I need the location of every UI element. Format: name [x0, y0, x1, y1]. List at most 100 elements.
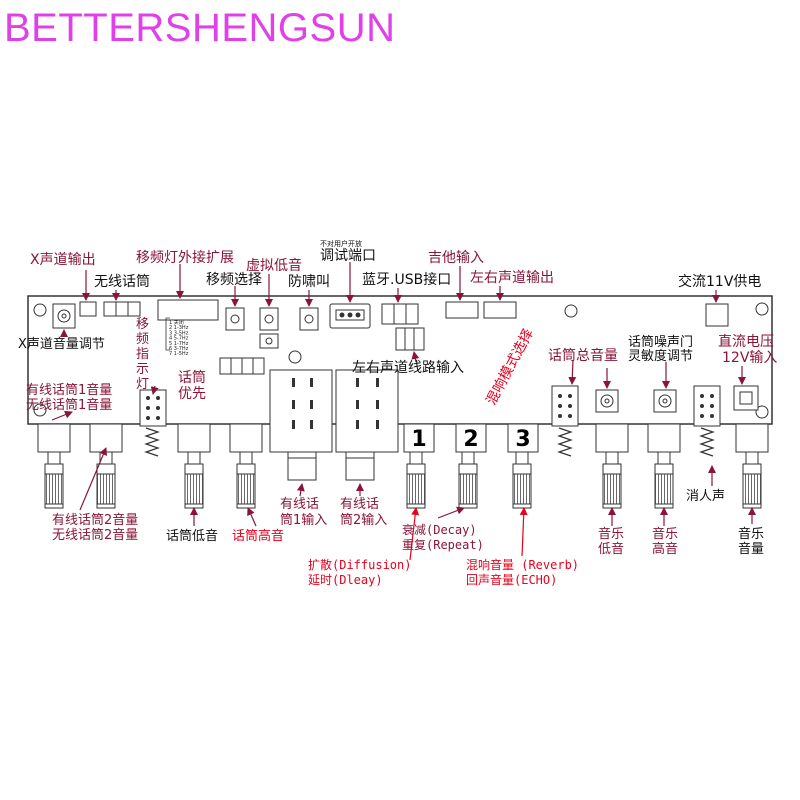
dc-power-connector [733, 385, 759, 411]
label-mic2-in-2: 筒2输入 [340, 512, 387, 528]
label-shift-ind-2: 频 [136, 332, 149, 347]
label-ac-power: 交流11V供电 [678, 273, 761, 290]
label-debug-port: 调试端口 [320, 248, 376, 264]
debug-port [329, 303, 371, 329]
rotary-pot [406, 451, 426, 509]
label-mic-priority-2: 优先 [178, 386, 206, 402]
label-decay-2: 重复(Repeat) [402, 538, 484, 552]
label-mic2-vol-2: 无线话筒2音量 [52, 527, 138, 543]
rotary-pot [595, 423, 629, 509]
label-wireless-mic: 无线话筒 [94, 273, 150, 290]
label-music-vol-1: 音乐 [738, 526, 764, 542]
rotary-pot [37, 423, 71, 509]
bt-usb-connector [381, 303, 419, 325]
label-music-low-2: 低音 [598, 541, 624, 557]
label-lr-out: 左右声道输出 [470, 270, 554, 286]
label-music-vol-2: 音量 [738, 541, 764, 557]
label-shift-light-ext: 移频灯外接扩展 [136, 249, 234, 266]
leader-lines [51, 262, 756, 527]
label-reverb-vol-1: 混响音量 (Reverb) [466, 557, 579, 572]
indicator-legend-item: 1 关闭 [169, 319, 184, 326]
label-x-out: X声道输出 [30, 252, 96, 268]
rotary-pot [177, 423, 211, 509]
lr-out-connector [483, 301, 517, 319]
knob-number-3: 3 [515, 427, 530, 452]
mic-gate-trim [653, 389, 677, 413]
label-shift-ind-1: 移 [136, 317, 149, 332]
rotary-pot [229, 423, 263, 509]
rotary-pot [647, 423, 681, 509]
label-mic-total-vol: 话筒总音量 [548, 347, 618, 364]
label-music-low-1: 音乐 [598, 526, 624, 542]
springs [144, 427, 715, 457]
indicator-connector [219, 357, 265, 375]
label-decay-1: 衰减(Decay) [402, 522, 477, 537]
label-x-vol: X声道音量调节 [18, 336, 105, 352]
label-music-high-1: 音乐 [652, 526, 678, 542]
rotary-pot [735, 423, 769, 509]
label-virtual-bass: 虚拟低音 [246, 257, 302, 274]
label-anti-howl: 防啸叫 [288, 274, 330, 290]
label-vocal-cut: 消人声 [686, 489, 725, 504]
indicator-legend-item: 4 5-7Hz [169, 336, 189, 342]
label-mic2-vol-1: 有线话筒2音量 [52, 512, 138, 528]
label-mic1-vol-1: 有线话筒1音量 [26, 382, 112, 398]
label-mic1-in-1: 有线话 [280, 497, 319, 512]
label-diffusion-1: 扩散(Diffusion) [308, 557, 411, 572]
label-mic1-in-2: 筒1输入 [280, 512, 327, 528]
indicator-legend-item: 6 3-7Hz [169, 346, 189, 352]
knob-number-badges: 1 2 3 [403, 423, 539, 453]
jack-pins [292, 378, 379, 429]
label-mic-gate-1: 话筒噪声门 [628, 334, 693, 350]
x-channel-pot [52, 303, 76, 329]
x-out-connector [79, 301, 97, 317]
mic-input-jacks [269, 369, 399, 453]
ac-power-connector [705, 303, 729, 327]
label-shift-select: 移频选择 [206, 272, 262, 288]
label-mic2-in-1: 有线话 [340, 497, 379, 512]
shift-light-connector [157, 299, 219, 321]
label-shift-ind-3: 指 [136, 347, 149, 362]
anti-howl-switch [299, 307, 319, 331]
brand-title: BETTERSHENGSUN [4, 6, 396, 50]
label-mic-high: 话筒高音 [232, 528, 284, 544]
label-guitar-in: 吉他输入 [428, 250, 484, 266]
guitar-in-connector [445, 301, 479, 319]
rotary-pot [89, 423, 123, 509]
wireless-mic-connector [103, 301, 141, 317]
shift-select-switch [225, 307, 245, 331]
label-diffusion-2: 延时(Dleay) [308, 573, 383, 587]
label-mic-priority-1: 话筒 [178, 369, 206, 386]
knob-number-1: 1 [411, 427, 426, 452]
jack-sockets [287, 451, 375, 481]
label-reverb-vol-2: 回声音量(ECHO) [466, 572, 557, 587]
label-mic-low: 话筒低音 [166, 528, 218, 544]
mic-priority-switch [139, 389, 167, 427]
label-dc-power-1: 直流电压 [718, 333, 774, 350]
vocal-cut-switch [693, 385, 721, 427]
indicator-legend-item: 7 1-5Hz [169, 351, 189, 357]
leader-lines-red [409, 507, 528, 561]
indicator-bracket [165, 317, 170, 351]
virtual-bass-switch [259, 307, 279, 349]
label-not-open: 不对用户开放 [320, 239, 362, 248]
knob-number-2: 2 [463, 427, 478, 452]
indicator-legend-item: 3 3-5Hz [169, 330, 189, 336]
label-shift-ind-5: 灯 [136, 377, 149, 392]
label-shift-ind-4: 示 [136, 362, 149, 377]
indicator-legend-item: 5 1-7Hz [169, 341, 189, 347]
rotary-pots [37, 423, 769, 509]
indicator-legend-item: 2 1-3Hz [169, 325, 189, 331]
rotary-pot [458, 451, 478, 509]
label-dc-power-2: 12V输入 [722, 350, 777, 366]
rotary-pot [512, 451, 532, 509]
mic-total-trim [595, 389, 619, 413]
label-lr-line-in: 左右声道线路输入 [352, 360, 464, 376]
label-bt-usb: 蓝牙.USB接口 [362, 271, 451, 288]
line-in-connector [395, 327, 425, 351]
label-music-high-2: 高音 [652, 541, 678, 557]
reverb-mode-switch [551, 385, 579, 427]
label-mic1-vol-2: 无线话筒1音量 [26, 397, 112, 413]
